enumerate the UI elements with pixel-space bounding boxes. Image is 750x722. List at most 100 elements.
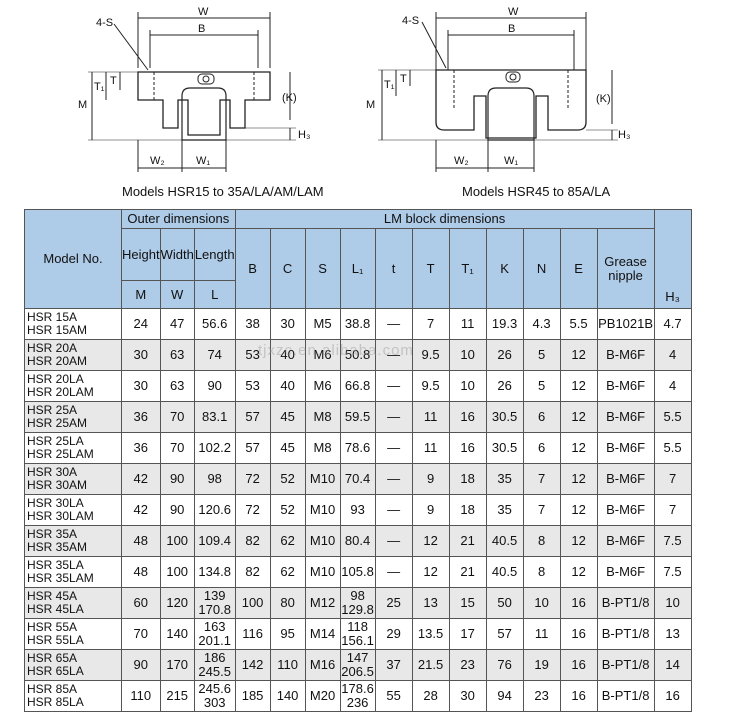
value-cell: 90	[159, 463, 195, 495]
label-k: (K)	[596, 93, 611, 105]
value-cell: 70.4	[339, 463, 376, 495]
value-cell: 50	[485, 587, 524, 619]
value-cell: 16	[559, 649, 598, 681]
right-cross-section-diagram: 4-S W B T₁ T M (K) H₃ W₂ W₁	[366, 6, 630, 172]
value-cell: 60	[121, 587, 161, 619]
value-cell: M6	[304, 370, 341, 402]
k-header: K	[485, 228, 524, 309]
model-name: HSR 20AM	[27, 354, 88, 368]
value-line: 147	[346, 650, 369, 665]
value-cell: 40	[269, 370, 306, 402]
value-cell: 120.6	[193, 494, 236, 526]
value-cell: B-M6F	[596, 463, 655, 495]
value-cell: 21	[448, 556, 487, 588]
value-cell: B-M6F	[596, 370, 655, 402]
value-cell: 16	[448, 432, 487, 464]
l1-header: L₁	[339, 228, 376, 309]
value-cell: M6	[304, 339, 341, 371]
value-cell: 80.4	[339, 525, 376, 557]
value-cell: 109.4	[193, 525, 236, 557]
value-cell: B-M6F	[596, 339, 655, 371]
b-header: B	[234, 228, 271, 309]
label-w1: W₁	[504, 155, 518, 167]
value-cell: 215	[159, 680, 195, 712]
label-4s: 4-S	[402, 15, 419, 27]
model-name: HSR 45A	[27, 589, 78, 603]
value-cell: 30	[121, 339, 161, 371]
value-cell: 56.6	[193, 308, 236, 340]
value-cell: 38	[234, 308, 271, 340]
value-cell: M10	[304, 556, 341, 588]
value-cell: 12	[559, 339, 598, 371]
spec-table: Model No. Outer dimensions LM block dime…	[24, 209, 692, 712]
width-header: Width	[159, 228, 195, 281]
model-name: HSR 30A	[27, 465, 78, 479]
value-cell: 13.5	[411, 618, 450, 650]
model-name: HSR 35LA	[27, 558, 84, 572]
value-cell: 70	[159, 401, 195, 433]
value-cell: 17	[448, 618, 487, 650]
value-cell: 63	[159, 339, 195, 371]
value-cell: —	[374, 339, 413, 371]
value-cell: 36	[121, 401, 161, 433]
value-cell: 93	[339, 494, 376, 526]
value-cell: 55	[374, 680, 413, 712]
value-cell: B-M6F	[596, 556, 655, 588]
value-cell: 9.5	[411, 339, 450, 371]
value-cell: 12	[411, 525, 450, 557]
value-cell: 100	[159, 525, 195, 557]
value-cell: —	[374, 494, 413, 526]
value-cell: M20	[304, 680, 341, 712]
model-name: HSR 85LA	[27, 695, 84, 709]
value-cell: 7	[411, 308, 450, 340]
value-cell: 66.8	[339, 370, 376, 402]
value-cell: M14	[304, 618, 341, 650]
value-line: 118	[347, 619, 368, 634]
value-cell: 10	[448, 370, 487, 402]
value-cell: B-PT1/8	[596, 680, 655, 712]
label-w1: W₁	[196, 155, 210, 167]
model-name: HSR 20LAM	[27, 385, 94, 399]
value-cell: 13	[653, 618, 692, 650]
value-cell: B-PT1/8	[596, 587, 655, 619]
length-header: Length	[193, 228, 236, 281]
c-header: C	[269, 228, 306, 309]
value-cell: 7	[653, 463, 692, 495]
value-cell: B-PT1/8	[596, 649, 655, 681]
value-cell: 102.2	[193, 432, 236, 464]
value-cell: 40.5	[485, 556, 524, 588]
value-cell: 16	[559, 618, 598, 650]
value-cell: 116	[234, 618, 271, 650]
value-cell: PB1021B	[596, 308, 655, 340]
value-line: 98	[350, 588, 365, 603]
left-diagram-caption: Models HSR15 to 35A/LA/AM/LAM	[122, 184, 324, 199]
value-cell: 42	[121, 463, 161, 495]
value-cell: 7	[653, 494, 692, 526]
value-cell: 15	[448, 587, 487, 619]
value-cell: 12	[559, 370, 598, 402]
value-cell: 11	[411, 432, 450, 464]
value-cell: 62	[269, 525, 306, 557]
value-cell: 7.5	[653, 556, 692, 588]
value-cell: 8	[522, 525, 561, 557]
value-cell: 90	[159, 494, 195, 526]
model-name: HSR 30LAM	[27, 509, 94, 523]
value-cell: 40	[269, 339, 306, 371]
value-cell: 5.5	[653, 401, 692, 433]
value-cell: 4.3	[522, 308, 561, 340]
model-name: HSR 30LA	[27, 496, 84, 510]
value-cell: M10	[304, 525, 341, 557]
value-cell: 62	[269, 556, 306, 588]
value-cell: 12	[559, 463, 598, 495]
